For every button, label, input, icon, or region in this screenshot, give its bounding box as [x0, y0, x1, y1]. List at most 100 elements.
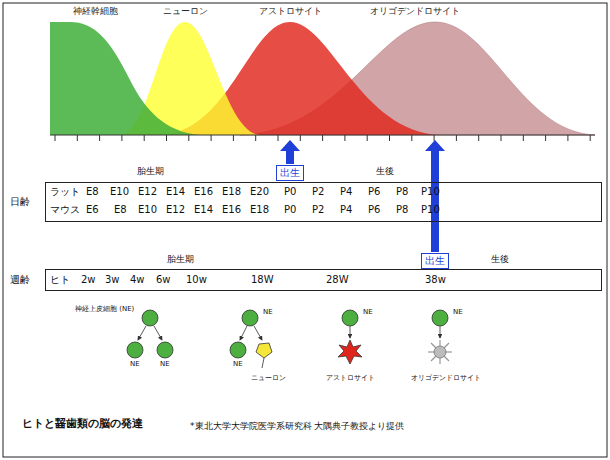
day-cell: E8: [86, 186, 99, 198]
day-cell: P6: [368, 186, 380, 198]
curve-label: オリゴデンドロサイト: [370, 6, 460, 16]
day-cell: E16: [222, 204, 241, 216]
cell-label: NE: [233, 360, 243, 368]
outer-frame: [3, 3, 607, 457]
day-cell: E12: [166, 204, 185, 216]
tick: [434, 135, 435, 141]
row-heading: 週齢: [10, 274, 30, 286]
day-cell: E16: [194, 186, 213, 198]
week-cell: 10w: [186, 274, 207, 286]
curve-label: ニューロン: [163, 6, 208, 16]
species-label: ラット: [50, 186, 80, 198]
tick: [411, 135, 412, 141]
tick: [478, 135, 479, 141]
day-cell: P8: [396, 204, 408, 216]
cell-label: 神経上皮細胞 (NE): [75, 305, 134, 313]
tick: [99, 135, 100, 141]
cell-label: NE: [130, 360, 140, 368]
age-row: 週齢: [8, 269, 602, 291]
birth-box: 出生: [421, 253, 449, 269]
arrow-head: [280, 140, 300, 151]
tick: [389, 135, 390, 141]
week-cell: 3w: [105, 274, 120, 286]
credit-note: *東北大学大学院医学系研究科 大隅典子教授より提供: [190, 421, 404, 431]
curve-label: 神経幹細胞: [73, 6, 118, 16]
day-cell: E10: [110, 186, 129, 198]
day-cell: E10: [138, 204, 157, 216]
species-label: ヒト: [50, 274, 70, 286]
period-label: 生後: [376, 166, 394, 176]
cell-label: アストロサイト: [326, 374, 375, 382]
day-cell: P2: [312, 204, 324, 216]
stem-cell-curve: [50, 22, 200, 135]
birth-label: 出生: [280, 167, 300, 179]
row-heading: 日齢: [10, 196, 30, 208]
day-cell: E14: [194, 204, 213, 216]
ticks: [55, 135, 590, 141]
day-cell: P0: [284, 186, 296, 198]
cell-label: ニューロン: [251, 374, 286, 382]
tick: [501, 135, 502, 141]
cell-label: NE: [363, 308, 373, 316]
day-cell: E18: [250, 204, 269, 216]
tick: [300, 135, 301, 141]
tick: [344, 135, 345, 141]
period-label: 胎生期: [167, 254, 194, 264]
week-cell: 6w: [156, 274, 171, 286]
day-cell: E8: [114, 204, 127, 216]
tick: [367, 135, 368, 141]
day-cell: E12: [138, 186, 157, 198]
week-cell: 4w: [130, 274, 145, 286]
species-label: マウス: [50, 204, 80, 216]
day-cell: E14: [166, 186, 185, 198]
day-cell: P2: [312, 186, 324, 198]
cell-illustration: [127, 310, 452, 368]
tick: [545, 135, 546, 141]
arrow-shaft: [431, 150, 439, 252]
tick: [55, 135, 56, 141]
tick: [188, 135, 189, 141]
cell-label: NE: [453, 308, 463, 316]
tick: [255, 135, 256, 141]
tick: [121, 135, 122, 141]
birth-label: 出生: [425, 255, 445, 267]
week-cell: 2w: [81, 274, 96, 286]
day-cell: P10: [421, 204, 440, 216]
day-cell: P6: [368, 204, 380, 216]
cell-label: NE: [263, 308, 273, 316]
period-label: 生後: [491, 254, 509, 264]
tick: [590, 135, 591, 141]
tick: [278, 135, 279, 141]
day-cell: P8: [396, 186, 408, 198]
day-cell: E6: [86, 204, 99, 216]
tick: [211, 135, 212, 141]
week-cell: 18W: [251, 274, 274, 286]
tick: [523, 135, 524, 141]
day-cell: E18: [222, 186, 241, 198]
tick: [567, 135, 568, 141]
day-cell: P0: [284, 204, 296, 216]
week-cell: 38w: [425, 274, 446, 286]
day-cell: E20: [250, 186, 269, 198]
arrow-head: [425, 140, 445, 151]
cell-label: オリゴデンドロサイト: [411, 374, 481, 382]
curve-label: アストロサイト: [259, 6, 322, 16]
tick: [233, 135, 234, 141]
curves: [50, 22, 595, 135]
row-frame: [45, 269, 602, 291]
cell-label: NE: [160, 360, 170, 368]
caption: ヒトと齧歯類の脳の発達: [22, 418, 143, 431]
birth-arrows: [280, 140, 445, 252]
tick: [77, 135, 78, 141]
day-cell: P10: [421, 186, 440, 198]
week-cell: 28W: [326, 274, 349, 286]
birth-box: 出生: [276, 165, 304, 181]
tick: [322, 135, 323, 141]
period-label: 胎生期: [137, 166, 164, 176]
day-cell: P4: [340, 186, 352, 198]
tick: [456, 135, 457, 141]
arrow-shaft: [286, 150, 294, 164]
tick: [166, 135, 167, 141]
